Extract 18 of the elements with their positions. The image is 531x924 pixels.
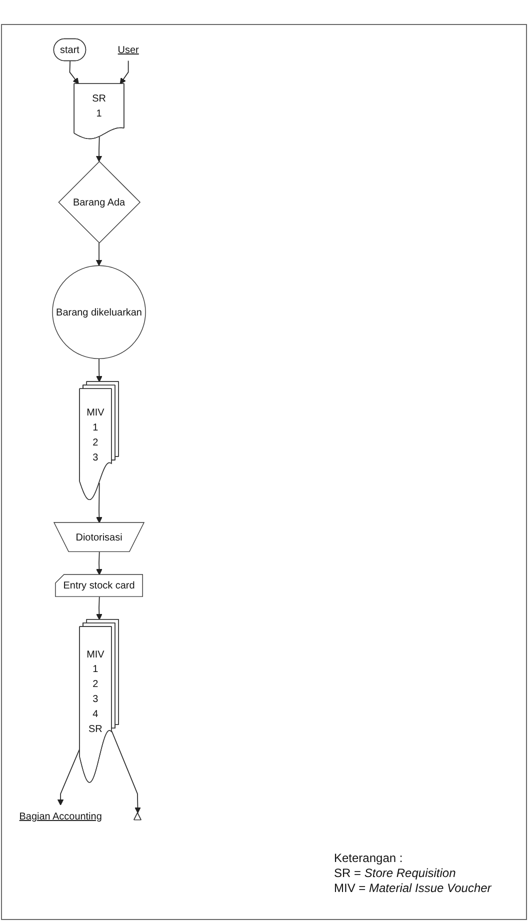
- arrow: [96, 242, 102, 266]
- node-text: User: [118, 44, 139, 56]
- arrow: [96, 482, 102, 524]
- abbreviation-note: MIV = Material Issue Voucher: [334, 881, 492, 896]
- arrow: [96, 596, 102, 620]
- node-circle: [52, 265, 146, 360]
- arrow: [96, 358, 102, 382]
- node-text: Bagian Accounting: [19, 810, 102, 822]
- diagram-frame: start SR 1 User Barang Ada Barang dikeluarkan MIV 1 2 3 Diotorisasi Entry stock card MIV 1 2 3 4 SR Bagian Accounting Keterangan : SR = Store Requisition MIV = Material Issue Voucher: [1, 24, 527, 920]
- arrow: [57, 748, 80, 806]
- note-heading: Keterangan :: [334, 851, 403, 866]
- arrow: [111, 730, 141, 814]
- abbreviation-note: SR = Store Requisition: [334, 866, 456, 881]
- node-diamond: [58, 161, 141, 244]
- arrow: [96, 136, 102, 162]
- arrow: [69, 60, 79, 84]
- arrow: [120, 60, 129, 84]
- arrow: [96, 552, 102, 576]
